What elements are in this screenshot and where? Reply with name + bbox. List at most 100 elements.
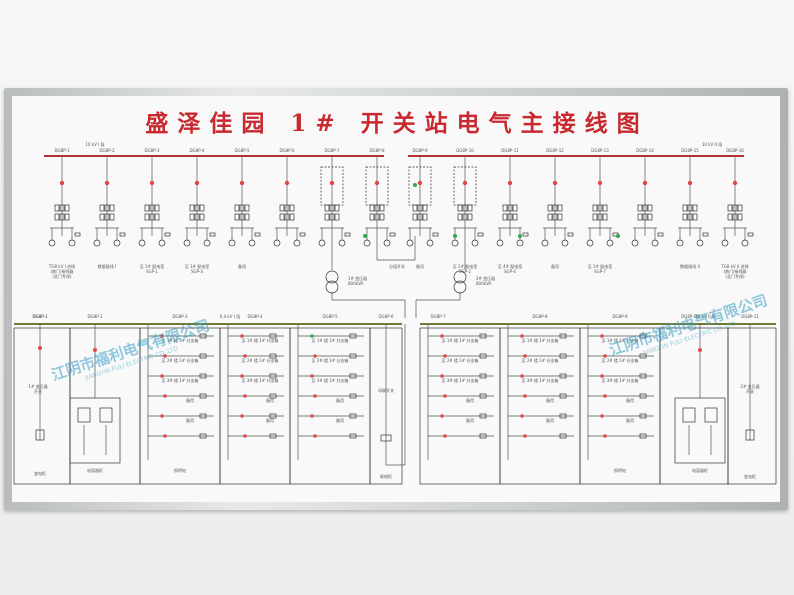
hv-status-box	[74, 232, 81, 237]
hv-fuse	[647, 204, 653, 212]
lv-indicator-lamp	[313, 434, 317, 438]
lv-indicator-lamp	[523, 354, 527, 358]
hv-meter	[318, 239, 326, 247]
lv-indicator-lamp	[310, 334, 314, 338]
hv-meter	[721, 239, 729, 247]
hv-meter	[93, 239, 101, 247]
hv-status-box	[344, 232, 351, 237]
lv-indicator-lamp	[160, 414, 164, 418]
lv-indicator-lamp	[243, 394, 247, 398]
hv-panel-id: DG8P-14	[636, 148, 654, 153]
hv-fuse	[637, 213, 643, 221]
hv-status-box	[299, 232, 306, 237]
lv-indicator-lamp	[600, 334, 604, 338]
lv-panel-id: DG8P-3	[172, 314, 187, 319]
hv-meter	[138, 239, 146, 247]
hv-indicator-lamp	[59, 180, 65, 186]
hv-panel-id: DG8P-3	[144, 148, 159, 153]
hv-fuse	[557, 213, 563, 221]
lv-outgoing-label: 至 3# 楼 1# 分支箱	[442, 377, 479, 383]
lv-bus-2-label: 0.4 kV II 段	[694, 313, 716, 319]
hv-green-lamp	[616, 234, 620, 238]
hv-fuse	[637, 204, 643, 212]
lv-outgoing-label: 至 2# 楼 1# 分支箱	[312, 357, 349, 363]
hv-fuse	[592, 204, 598, 212]
hv-fuse	[64, 213, 70, 221]
lv-indicator-lamp	[243, 354, 247, 358]
hv-meter	[183, 239, 191, 247]
lv-outgoing-label: 至 1# 楼 1# 分支箱	[242, 337, 279, 343]
lv-outgoing-breaker	[349, 333, 357, 339]
hv-fuse	[507, 213, 513, 221]
hv-fuse	[104, 213, 110, 221]
hv-bus-1-label: 10 kV I 段	[85, 141, 104, 147]
lv-outgoing-breaker	[639, 333, 647, 339]
lv-indicator-lamp	[163, 354, 167, 358]
lv-outgoing-breaker	[639, 373, 647, 379]
hv-panel-id: DG8P-16	[726, 148, 744, 153]
hv-panel-id: DG8P-13	[591, 148, 609, 153]
hv-panel-id: DG8P-11	[501, 148, 519, 153]
lv-outgoing-label: 备用	[466, 397, 474, 403]
hv-dashed-enclosure	[408, 166, 432, 206]
lv-indicator-lamp	[603, 354, 607, 358]
hv-fuse	[104, 204, 110, 212]
lv-indicator-lamp	[163, 434, 167, 438]
hv-feeder-label: 备用	[238, 263, 246, 269]
hv-meter	[338, 239, 346, 247]
lv-indicator-lamp	[600, 374, 604, 378]
lv-outgoing-breaker	[559, 353, 567, 359]
hv-meter	[541, 239, 549, 247]
hv-fuse	[194, 213, 200, 221]
hv-bus-2-label: 10 kV II 段	[702, 141, 722, 147]
hv-fuse	[502, 204, 508, 212]
hv-feeder-label: 数据接线 II	[680, 263, 700, 269]
capacitor-unit	[99, 407, 113, 423]
hv-fuse	[194, 204, 200, 212]
hv-panel-id: DG8P-6	[279, 148, 294, 153]
hv-fuse	[234, 204, 240, 212]
hv-indicator-lamp	[194, 180, 200, 186]
hv-fuse	[329, 213, 335, 221]
hv-fuse	[727, 204, 733, 212]
lv-outgoing-label: 至 3# 楼 1# 分支箱	[522, 377, 559, 383]
lv-tie-bottom-label: 联络柜	[380, 473, 392, 479]
lv-outgoing-label: 备用	[186, 397, 194, 403]
lv-outgoing-label: 至 3# 楼 1# 分支箱	[242, 377, 279, 383]
hv-fuse	[732, 204, 738, 212]
hv-indicator-lamp	[149, 180, 155, 186]
hv-indicator-lamp	[104, 180, 110, 186]
hv-meter	[48, 239, 56, 247]
hv-feeder-label: 备用	[551, 263, 559, 269]
hv-indicator-lamp	[462, 180, 468, 186]
lv-outgoing-breaker	[269, 333, 277, 339]
hv-status-box	[432, 232, 439, 237]
lv-indicator-lamp	[523, 434, 527, 438]
hv-fuse	[502, 213, 508, 221]
hv-fuse	[422, 213, 428, 221]
lv-indicator-lamp	[523, 394, 527, 398]
lv-outgoing-label: 至 3# 楼 1# 分支箱	[602, 377, 639, 383]
hv-fuse	[149, 213, 155, 221]
hv-fuse	[457, 204, 463, 212]
lv-outgoing-label: 备用	[186, 417, 194, 423]
hv-fuse	[289, 213, 295, 221]
lv-indicator-lamp	[603, 434, 607, 438]
lv-indicator-lamp	[93, 348, 97, 352]
transformer-2-winding-1	[453, 270, 467, 284]
lv-outgoing-breaker	[199, 333, 207, 339]
lv-incoming-1-label: 1# 变压器开关	[28, 383, 47, 394]
hv-meter	[383, 239, 391, 247]
hv-fuse	[189, 213, 195, 221]
lv-outgoing-breaker	[199, 353, 207, 359]
hv-fuse	[467, 213, 473, 221]
hv-feeder-label: 备用	[416, 263, 424, 269]
lv-outgoing-breaker	[559, 333, 567, 339]
hv-meter	[273, 239, 281, 247]
hv-indicator-lamp	[732, 180, 738, 186]
lv-indicator-lamp	[38, 346, 42, 350]
capacitor-enclosure	[674, 397, 726, 464]
